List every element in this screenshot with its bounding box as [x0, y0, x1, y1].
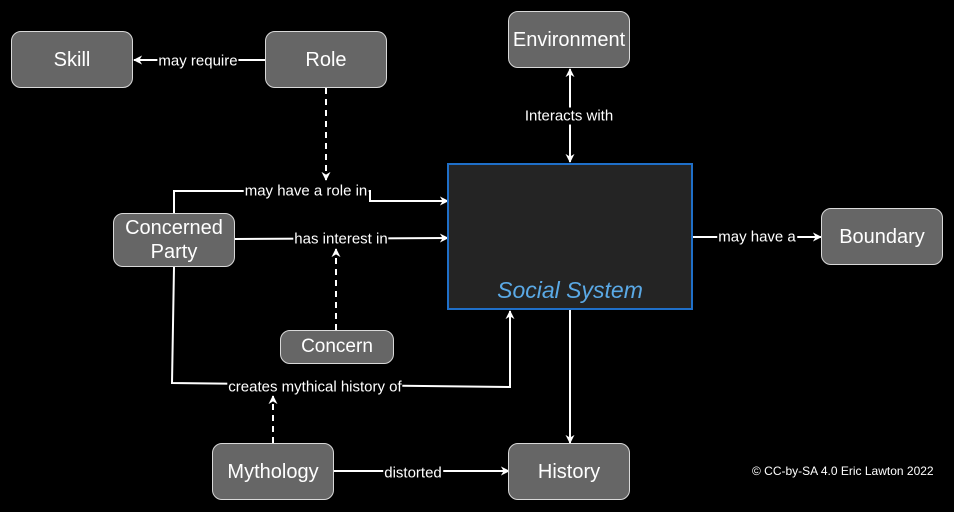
- node-environment-label: Environment: [512, 28, 626, 51]
- edge-label-distorted: distorted: [383, 464, 443, 482]
- edge-label-interacts-with: Interacts with: [523, 107, 615, 125]
- edge-label-may-have-role-in: may have a role in: [243, 182, 369, 200]
- node-skill[interactable]: Skill: [11, 31, 133, 88]
- node-role-label: Role: [305, 48, 347, 71]
- node-role[interactable]: Role: [265, 31, 387, 88]
- node-mythology[interactable]: Mythology: [212, 443, 334, 500]
- node-social-system[interactable]: Social System: [447, 163, 693, 310]
- node-boundary-label: Boundary: [839, 225, 925, 248]
- edge-label-creates-mythical-history: creates mythical history of: [227, 378, 403, 396]
- node-concerned-party[interactable]: Concerned Party: [113, 213, 235, 267]
- edge-party-role-in: [173, 190, 449, 213]
- copyright-notice: © CC-by-SA 4.0 Eric Lawton 2022: [752, 464, 934, 478]
- node-social-system-label: Social System: [497, 277, 643, 303]
- edge-label-has-interest-in: has interest in: [293, 230, 389, 248]
- node-environment[interactable]: Environment: [508, 11, 630, 68]
- node-concerned-party-label: Concerned Party: [125, 217, 223, 263]
- edge-label-may-require: may require: [157, 52, 239, 70]
- node-concern[interactable]: Concern: [280, 330, 394, 364]
- node-boundary[interactable]: Boundary: [821, 208, 943, 265]
- node-history-label: History: [537, 460, 601, 483]
- node-mythology-label: Mythology: [227, 460, 319, 483]
- node-concern-label: Concern: [301, 336, 373, 357]
- node-history[interactable]: History: [508, 443, 630, 500]
- edge-label-may-have-a: may have a: [717, 228, 797, 246]
- node-skill-label: Skill: [53, 48, 91, 71]
